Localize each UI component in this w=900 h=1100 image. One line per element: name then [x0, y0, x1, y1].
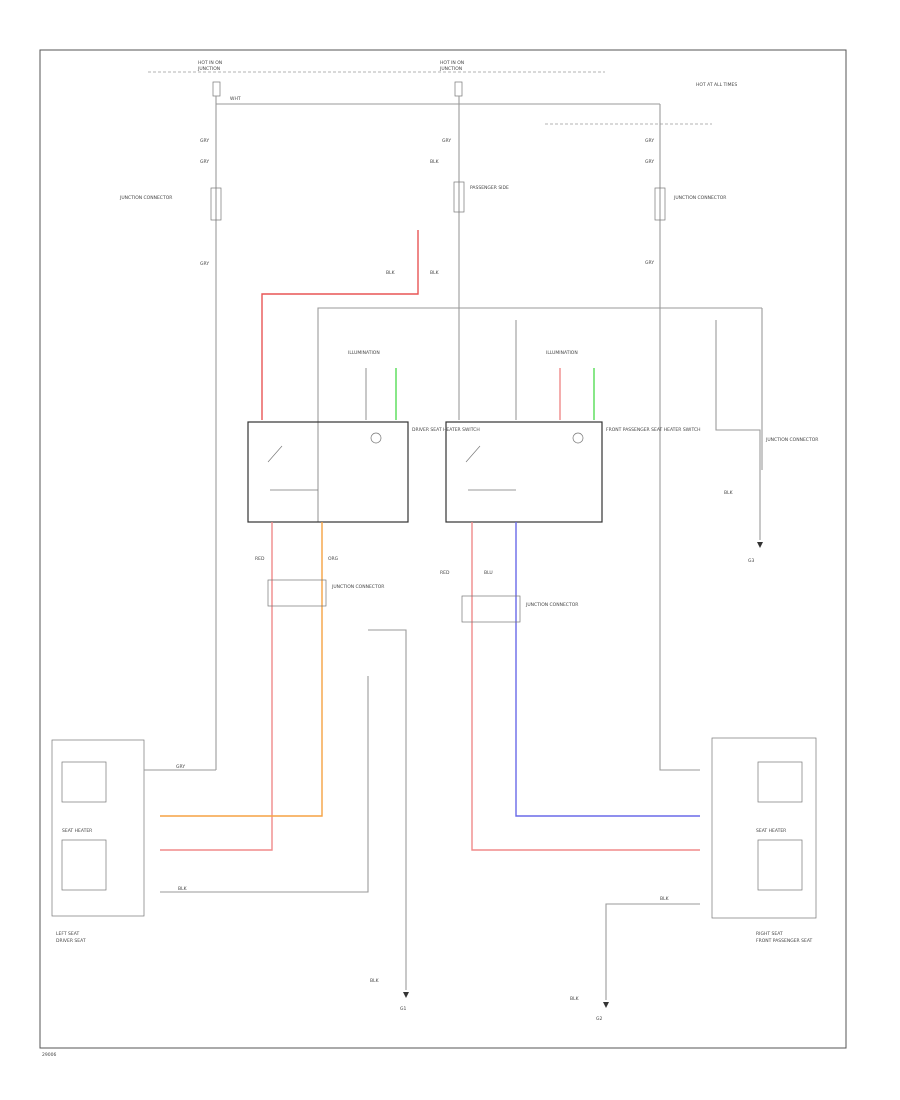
wire-driver-high — [160, 522, 273, 851]
switch-right-lamp-icon — [572, 432, 584, 444]
fuse-mid-label: HOT IN ON — [440, 60, 464, 66]
junction-left-icon — [210, 187, 222, 221]
ground-right-icon — [603, 1002, 609, 1008]
seat-left-sub: DRIVER SEAT — [56, 938, 86, 944]
illum-left-label: ILLUMINATION — [348, 350, 380, 356]
ground-far-right-icon — [757, 542, 763, 548]
wire-right-label-2: GRY — [645, 159, 654, 165]
wire-ground-right — [605, 903, 700, 1000]
wire-passenger-high-label: RED — [440, 570, 450, 576]
seat-right-block — [711, 737, 817, 919]
wire-driver-low-label: ORG — [328, 556, 339, 562]
junction-right-label: JUNCTION CONNECTOR — [673, 195, 726, 201]
switch-right-contact — [465, 445, 481, 463]
diagram-border — [39, 49, 847, 1049]
driver-seat-heater-switch — [247, 421, 409, 523]
wire-passenger-low-label: BLU — [484, 570, 493, 576]
illum-bus-right — [715, 320, 761, 540]
switch-right-label: FRONT PASSENGER SEAT HEATER SWITCH — [606, 427, 700, 433]
ground-left-label: G1 — [400, 1006, 406, 1012]
seat-left-heater-bottom — [61, 839, 107, 891]
fuse-left-icon — [212, 81, 221, 97]
wire-right-label-1: GRY — [645, 138, 654, 144]
wire-driver-low — [160, 522, 323, 817]
seat-left-label: LEFT SEAT — [56, 931, 79, 937]
seat-left-heater-top — [61, 761, 107, 803]
wire-driver-high-label: RED — [255, 556, 265, 562]
heater-right-label: SEAT HEATER — [756, 828, 786, 834]
wire-red-feed-label: BLK — [386, 270, 396, 276]
ground-left-icon — [403, 992, 409, 998]
heater-left-label: SEAT HEATER — [62, 828, 92, 834]
fuse-left-sub: JUNCTION — [197, 66, 220, 72]
seat-right-label: RIGHT SEAT — [756, 931, 783, 937]
wire-mid-label-2: BLK — [430, 159, 440, 165]
seat-left-block — [51, 739, 145, 917]
seat-right-heater-bottom — [757, 839, 803, 891]
seat-left-power-label: GRY — [176, 764, 185, 770]
wire-ground-left-label: BLK — [370, 978, 380, 984]
illum-right-label: ILLUMINATION — [546, 350, 578, 356]
wire-left-label-3: GRY — [200, 261, 209, 267]
wire-mid-label-1: GRY — [442, 138, 451, 144]
fuse-link-bus-label: WHT — [230, 96, 241, 102]
passenger-seat-heater-switch — [445, 421, 603, 523]
junction-bottom-left-label: JUNCTION CONNECTOR — [331, 584, 384, 590]
wire-left-label-1: GRY — [200, 138, 209, 144]
ground-far-right-label: G3 — [748, 558, 754, 564]
wire-mid-label-3: BLK — [430, 270, 440, 276]
wire-passenger-high — [471, 522, 700, 851]
wire-seat-right-ground-label: BLK — [660, 896, 670, 902]
wire-seat-left-ground — [160, 676, 369, 893]
wire-red-feed-left — [261, 230, 419, 420]
fuse-mid-sub: JUNCTION — [439, 66, 462, 72]
wire-right-feed — [659, 104, 700, 771]
junction-mid-label: PASSENGER SIDE — [470, 185, 509, 191]
wire-far-right-label: BLK — [724, 490, 734, 496]
junction-bottom-mid-label: JUNCTION CONNECTOR — [525, 602, 578, 608]
junction-left-label: JUNCTION CONNECTOR — [119, 195, 172, 201]
junction-bottom-left-icon — [267, 579, 327, 607]
wire-passenger-low — [515, 522, 700, 817]
corner-code: 29006 — [42, 1052, 56, 1058]
wire-left-label-2: GRY — [200, 159, 209, 165]
wire-seat-left-ground-label: BLK — [178, 886, 188, 892]
junction-bottom-mid-icon — [461, 595, 521, 623]
fuse-right-label: HOT AT ALL TIMES — [696, 82, 737, 88]
switch-left-lamp-icon — [370, 432, 382, 444]
fuse-left-label: HOT IN ON — [198, 60, 222, 66]
switch-left-label: DRIVER SEAT HEATER SWITCH — [412, 427, 480, 433]
fuse-mid-icon — [454, 81, 463, 97]
junction-far-right-label: JUNCTION CONNECTOR — [765, 437, 818, 443]
seat-right-sub: FRONT PASSENGER SEAT — [756, 938, 813, 944]
wire-right-label-3: GRY — [645, 260, 654, 266]
switch-bus — [317, 307, 762, 522]
junction-mid-icon — [453, 181, 465, 213]
junction-right-icon — [654, 187, 666, 221]
ground-right-label: G2 — [596, 1016, 602, 1022]
seat-right-heater-top — [757, 761, 803, 803]
wire-ground-left — [368, 629, 407, 990]
switch-left-contact — [267, 445, 283, 463]
wire-ground-right-label: BLK — [570, 996, 580, 1002]
